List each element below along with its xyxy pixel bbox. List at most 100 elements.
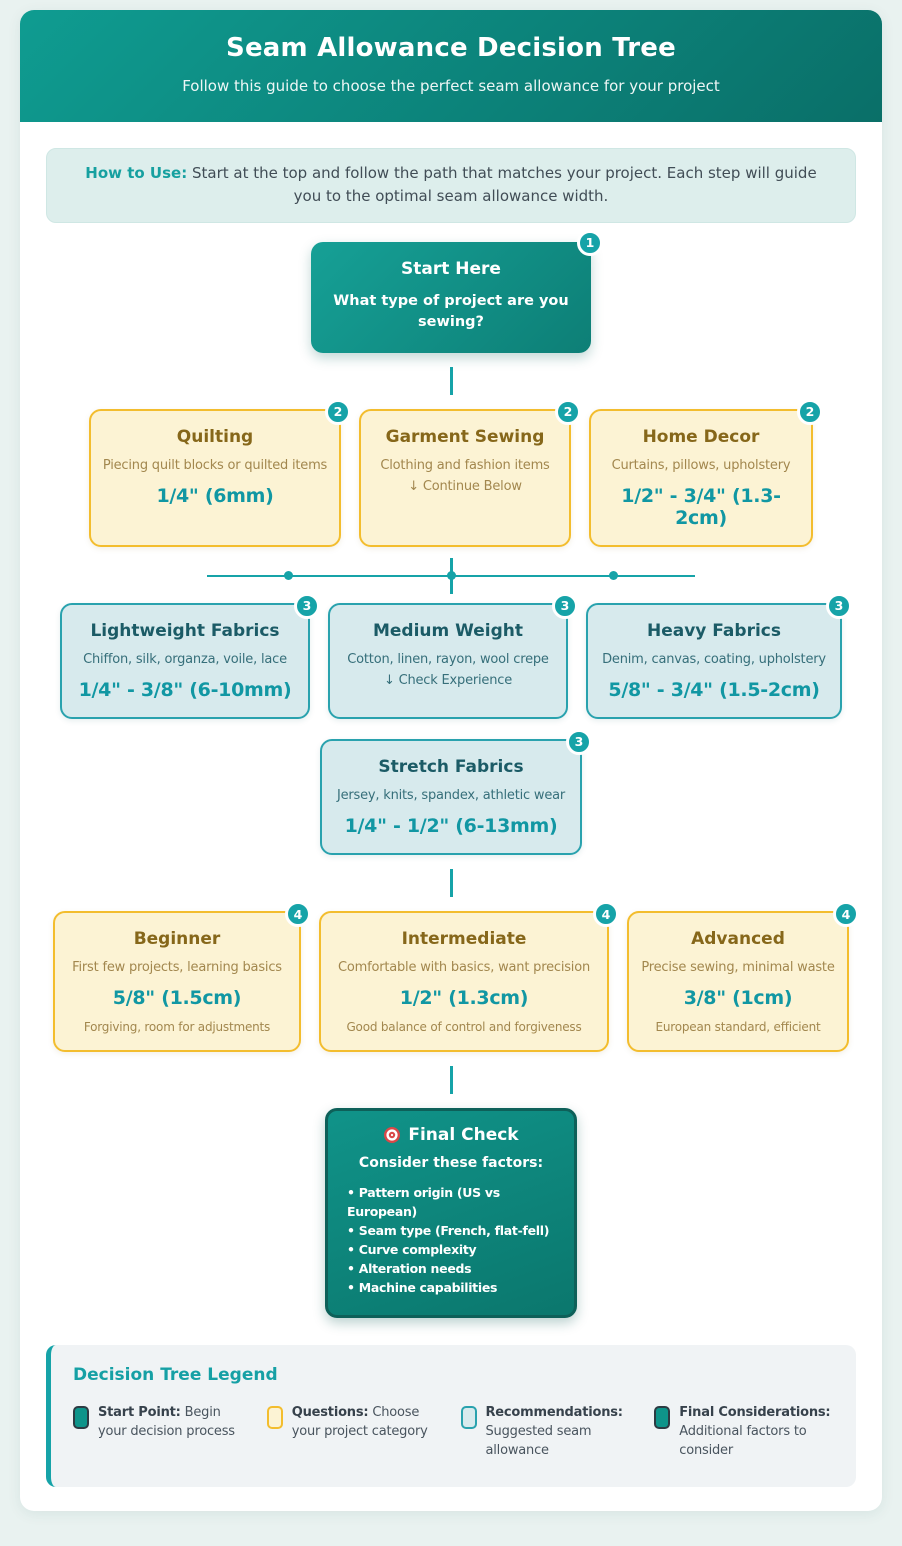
seam-allowance-value: 1/2" (1.3cm) xyxy=(399,987,529,1010)
node-title: Start Here xyxy=(401,258,501,279)
node-intermediate: 4 Intermediate Comfortable with basics, … xyxy=(319,901,619,1053)
step-badge-4: 4 xyxy=(593,901,619,928)
decision-tree: 1 Start Here What type of project are yo… xyxy=(46,229,859,1319)
node-title: Medium Weight xyxy=(372,620,524,641)
node-description: Chiffon, silk, organza, voile, lace xyxy=(83,651,287,667)
continue-hint: ↓ Check Experience xyxy=(383,672,513,688)
legend-item-desc: Choose your project category xyxy=(291,1405,428,1440)
connector-line xyxy=(449,1066,453,1095)
node-medium-weight: 3 Medium Weight Cotton, linen, rayon, wo… xyxy=(328,592,578,719)
branch-dot xyxy=(446,571,456,581)
page-subtitle: Follow this guide to choose the perfect … xyxy=(182,77,720,95)
legend-item-questions: Questions: Choose your project category xyxy=(266,1404,447,1461)
decision-tree-card: Seam Allowance Decision Tree Follow this… xyxy=(20,10,882,1511)
fabric-weight-row: 3 Lightweight Fabrics Chiffon, silk, org… xyxy=(46,592,856,719)
legend-item-text: Recommendations: Suggested seam allowanc… xyxy=(486,1404,641,1461)
node-garment-sewing: 2 Garment Sewing Clothing and fashion it… xyxy=(359,398,581,547)
legend-item-label: Start Point: xyxy=(98,1405,181,1421)
legend-item-text: Final Considerations: Additional factors… xyxy=(679,1404,834,1461)
node-title: Beginner xyxy=(133,929,221,950)
node-title: Heavy Fabrics xyxy=(647,620,781,641)
node-description: First few projects, learning basics xyxy=(72,960,282,976)
final-check-list: Pattern origin (US vs European) Seam typ… xyxy=(342,1183,560,1297)
node-final-check: Final Check Consider these factors: Patt… xyxy=(325,1108,577,1319)
final-check-subtitle: Consider these factors: xyxy=(358,1155,544,1172)
step-badge-4: 4 xyxy=(833,901,859,928)
legend-item-desc: Additional factors to consider xyxy=(679,1424,807,1458)
connector-line xyxy=(449,366,453,395)
questions-swatch-icon xyxy=(266,1406,283,1430)
node-description: Cotton, linen, rayon, wool crepe xyxy=(347,651,549,667)
final-check-item: Seam type (French, flat-fell) xyxy=(347,1221,560,1240)
node-title: Garment Sewing xyxy=(385,426,545,447)
node-description: Curtains, pillows, upholstery xyxy=(611,457,791,473)
seam-allowance-value: 3/8" (1cm) xyxy=(683,987,793,1010)
node-description: Denim, canvas, coating, upholstery xyxy=(602,651,826,667)
legend-item-text: Start Point: Begin your decision process xyxy=(98,1404,253,1461)
step-badge-1: 1 xyxy=(577,229,603,256)
legend-item-label: Recommendations: xyxy=(485,1405,624,1421)
node-beginner: 4 Beginner First few projects, learning … xyxy=(53,901,311,1053)
node-description: Piecing quilt blocks or quilted items xyxy=(102,457,328,473)
final-check-item: Curve complexity xyxy=(347,1240,560,1259)
project-type-row: 2 Quilting Piecing quilt blocks or quilt… xyxy=(46,398,856,547)
legend-item-desc: Begin your decision process xyxy=(98,1405,235,1440)
legend-item-recommendations: Recommendations: Suggested seam allowanc… xyxy=(460,1404,641,1461)
final-check-title-row: Final Check xyxy=(342,1125,560,1145)
seam-allowance-value: 5/8" (1.5cm) xyxy=(112,987,242,1010)
how-to-use-note: How to Use: Start at the top and follow … xyxy=(46,148,856,223)
step-badge-3: 3 xyxy=(566,728,592,755)
node-footnote: European standard, efficient xyxy=(655,1020,821,1035)
legend-item-label: Final Considerations: xyxy=(679,1405,831,1421)
legend-item-final-considerations: Final Considerations: Additional factors… xyxy=(654,1404,834,1461)
connector-line xyxy=(449,869,453,898)
legend-title: Decision Tree Legend xyxy=(73,1365,278,1386)
header: Seam Allowance Decision Tree Follow this… xyxy=(20,10,882,122)
final-check-item: Pattern origin (US vs European) xyxy=(347,1183,560,1221)
target-icon xyxy=(384,1127,401,1144)
final-check-item: Alteration needs xyxy=(347,1259,560,1278)
content: How to Use: Start at the top and follow … xyxy=(20,148,882,1487)
step-badge-3: 3 xyxy=(826,592,852,619)
seam-allowance-value: 1/2" - 3/4" (1.3-2cm) xyxy=(621,484,781,529)
node-lightweight-fabrics: 3 Lightweight Fabrics Chiffon, silk, org… xyxy=(60,592,320,719)
node-question: What type of project are you sewing? xyxy=(333,292,569,330)
final-considerations-swatch-icon xyxy=(654,1406,671,1430)
start-point-swatch-icon xyxy=(73,1406,89,1430)
step-badge-2: 2 xyxy=(797,398,823,425)
legend-item-text: Questions: Choose your project category xyxy=(292,1404,447,1461)
final-check-item: Machine capabilities xyxy=(347,1278,560,1297)
how-to-use-label: How to Use: xyxy=(85,164,188,182)
branch-dot xyxy=(609,571,619,581)
node-title: Intermediate xyxy=(401,929,527,950)
node-title: Advanced xyxy=(691,929,785,950)
how-to-use-text: Start at the top and follow the path tha… xyxy=(187,164,817,206)
seam-allowance-value: 1/4" - 3/8" (6-10mm) xyxy=(78,678,292,701)
node-advanced: 4 Advanced Precise sewing, minimal waste… xyxy=(627,901,859,1053)
legend-item-start-point: Start Point: Begin your decision process xyxy=(73,1404,253,1461)
recommendations-swatch-icon xyxy=(460,1406,477,1430)
node-heavy-fabrics: 3 Heavy Fabrics Denim, canvas, coating, … xyxy=(586,592,852,719)
branch-dot xyxy=(283,571,293,581)
node-description: Precise sewing, minimal waste xyxy=(641,960,835,976)
step-badge-2: 2 xyxy=(555,398,581,425)
node-title: Final Check xyxy=(408,1125,519,1146)
node-quilting: 2 Quilting Piecing quilt blocks or quilt… xyxy=(89,398,351,547)
continue-hint: ↓ Continue Below xyxy=(408,478,522,494)
node-description: Clothing and fashion items xyxy=(380,457,550,473)
node-title: Quilting xyxy=(176,426,254,447)
page-title: Seam Allowance Decision Tree xyxy=(226,33,676,63)
seam-allowance-value: 1/4" (6mm) xyxy=(156,484,274,507)
legend-item-desc: Suggested seam allowance xyxy=(485,1424,592,1458)
branch-connector xyxy=(207,557,695,594)
node-title: Lightweight Fabrics xyxy=(90,620,280,641)
node-title: Home Decor xyxy=(642,426,760,447)
node-description: Jersey, knits, spandex, athletic wear xyxy=(336,787,566,803)
seam-allowance-value: 5/8" - 3/4" (1.5-2cm) xyxy=(608,678,820,701)
step-badge-3: 3 xyxy=(294,592,320,619)
legend: Decision Tree Legend Start Point: Begin … xyxy=(46,1345,856,1487)
step-badge-2: 2 xyxy=(325,398,351,425)
node-stretch-fabrics: 3 Stretch Fabrics Jersey, knits, spandex… xyxy=(320,728,592,856)
experience-level-row: 4 Beginner First few projects, learning … xyxy=(46,901,859,1053)
node-description: Comfortable with basics, want precision xyxy=(337,960,591,976)
